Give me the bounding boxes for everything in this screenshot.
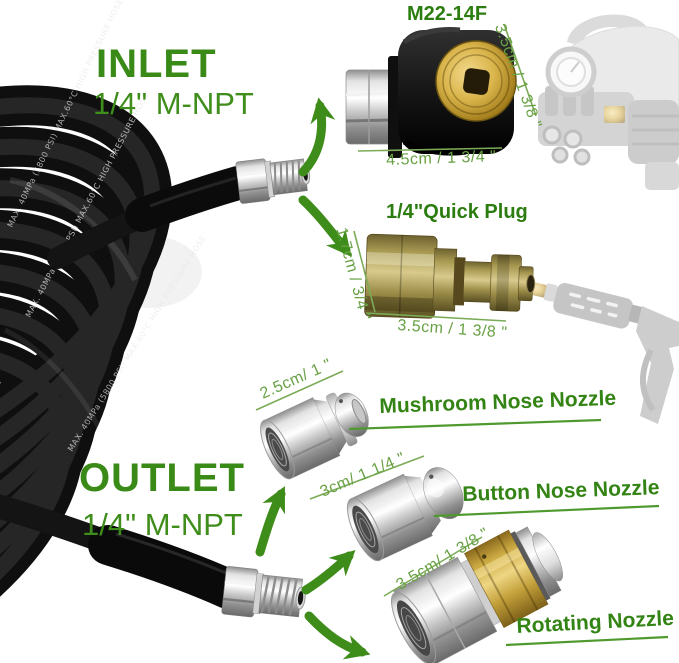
flow-arrows [255,97,371,660]
outlet-male-fitting [221,566,306,618]
arrow-outlet-to-mushroom [255,486,286,557]
inlet-title: INLET [96,42,217,86]
arrow-outlet-to-rotating [304,611,371,660]
arrow-inlet-to-quick-plug [298,195,352,257]
m22-width-dim-line [357,147,503,152]
arrow-inlet-to-m22 [298,97,336,177]
pressure-washer-ghost-image [538,14,679,190]
outlet-title: OUTLET [79,456,245,500]
spray-gun-ghost-image [528,281,679,424]
qp-height-dim-line [353,230,376,313]
outlet-hose-end [0,494,306,618]
label-underlines [348,418,669,647]
mushroom-nozzle-illustration [260,392,369,480]
quick-plug-illustration [364,233,536,319]
button-label-underline [433,504,660,518]
button-nozzle-illustration [346,467,464,562]
button-dim-line [309,455,425,500]
dimension-lines [255,23,537,597]
rotating-label-underline [505,635,669,647]
quick-plug-label: 1/4"Quick Plug [386,201,528,223]
m22-fitting-label: M22-14F [407,3,488,25]
mushroom-label-underline [348,418,602,431]
rotating-nozzle-illustration [391,526,563,663]
inlet-hose-end [47,158,311,269]
rotating-dim-line [383,536,483,597]
outlet-spec: 1/4" M-NPT [82,507,243,542]
inlet-spec: 1/4" M-NPT [93,86,254,121]
arrow-outlet-to-button [301,550,356,595]
m22-diameter-dim-line [503,23,537,117]
mushroom-dim-line [255,370,344,411]
qp-length-dim-line [365,312,507,322]
m22-fitting-illustration [345,27,517,158]
